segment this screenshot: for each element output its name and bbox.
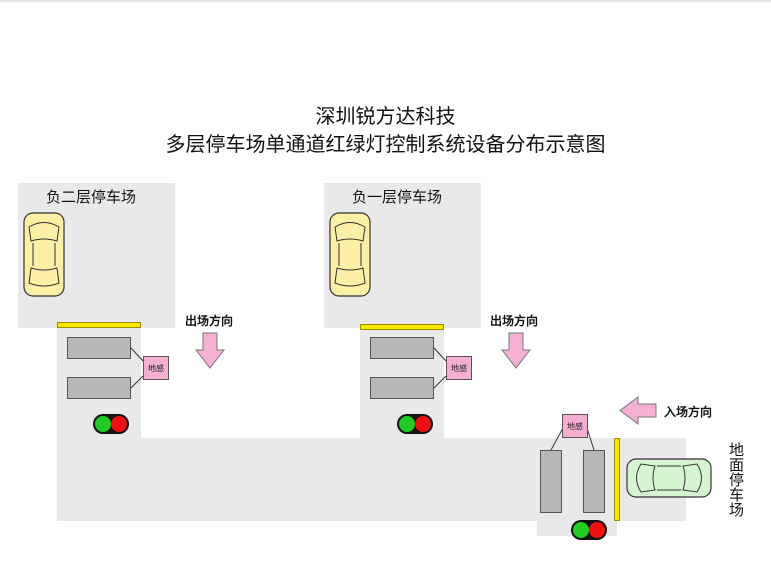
- b1-traffic-light-icon: [397, 414, 433, 434]
- entry-direction-label: 入场方向: [664, 405, 713, 419]
- b2-ground-sensor: 地感: [143, 356, 169, 380]
- b2-sensor-wires: [130, 347, 144, 389]
- arrow-down-icon: [194, 332, 226, 369]
- b1-stop-line: [360, 324, 444, 330]
- car-icon: [329, 212, 371, 297]
- b2-traffic-light-icon: [93, 414, 129, 434]
- green-lamp: [95, 416, 111, 432]
- b1-ground-loop-2: [370, 377, 434, 399]
- car-icon: [23, 212, 65, 297]
- red-lamp: [111, 416, 127, 432]
- ground-stop-line: [614, 438, 620, 521]
- ground-loop-2: [583, 450, 605, 513]
- ground-parking-label: 地面停车场: [727, 442, 745, 517]
- ground-sensor-wires: [550, 427, 595, 451]
- b1-ground-loop-1: [370, 337, 434, 359]
- red-lamp: [415, 416, 431, 432]
- b2-ground-loop-2: [67, 377, 131, 399]
- green-lamp: [573, 522, 589, 538]
- b1-parking-label: 负一层停车场: [352, 188, 443, 206]
- ground-sensor: 地感: [562, 414, 588, 438]
- b2-stop-line: [57, 322, 141, 328]
- top-border-line: [0, 0, 771, 2]
- b1-exit-direction-label: 出场方向: [490, 314, 539, 328]
- ground-loop-1: [540, 450, 562, 513]
- green-lamp: [399, 416, 415, 432]
- ground-traffic-light-icon: [571, 520, 607, 540]
- red-lamp: [589, 522, 605, 538]
- b1-sensor-wires: [433, 347, 447, 389]
- b2-exit-direction-label: 出场方向: [185, 314, 234, 328]
- b2-parking-label: 负二层停车场: [46, 188, 137, 206]
- car-icon: [626, 458, 712, 498]
- arrow-left-icon: [619, 396, 657, 425]
- arrow-down-icon: [500, 332, 532, 369]
- diagram-title: 多层停车场单通道红绿灯控制系统设备分布示意图: [165, 132, 606, 156]
- b2-ground-loop-1: [67, 337, 131, 359]
- b1-ground-sensor: 地感: [446, 356, 472, 380]
- company-title: 深圳锐方达科技: [315, 104, 456, 128]
